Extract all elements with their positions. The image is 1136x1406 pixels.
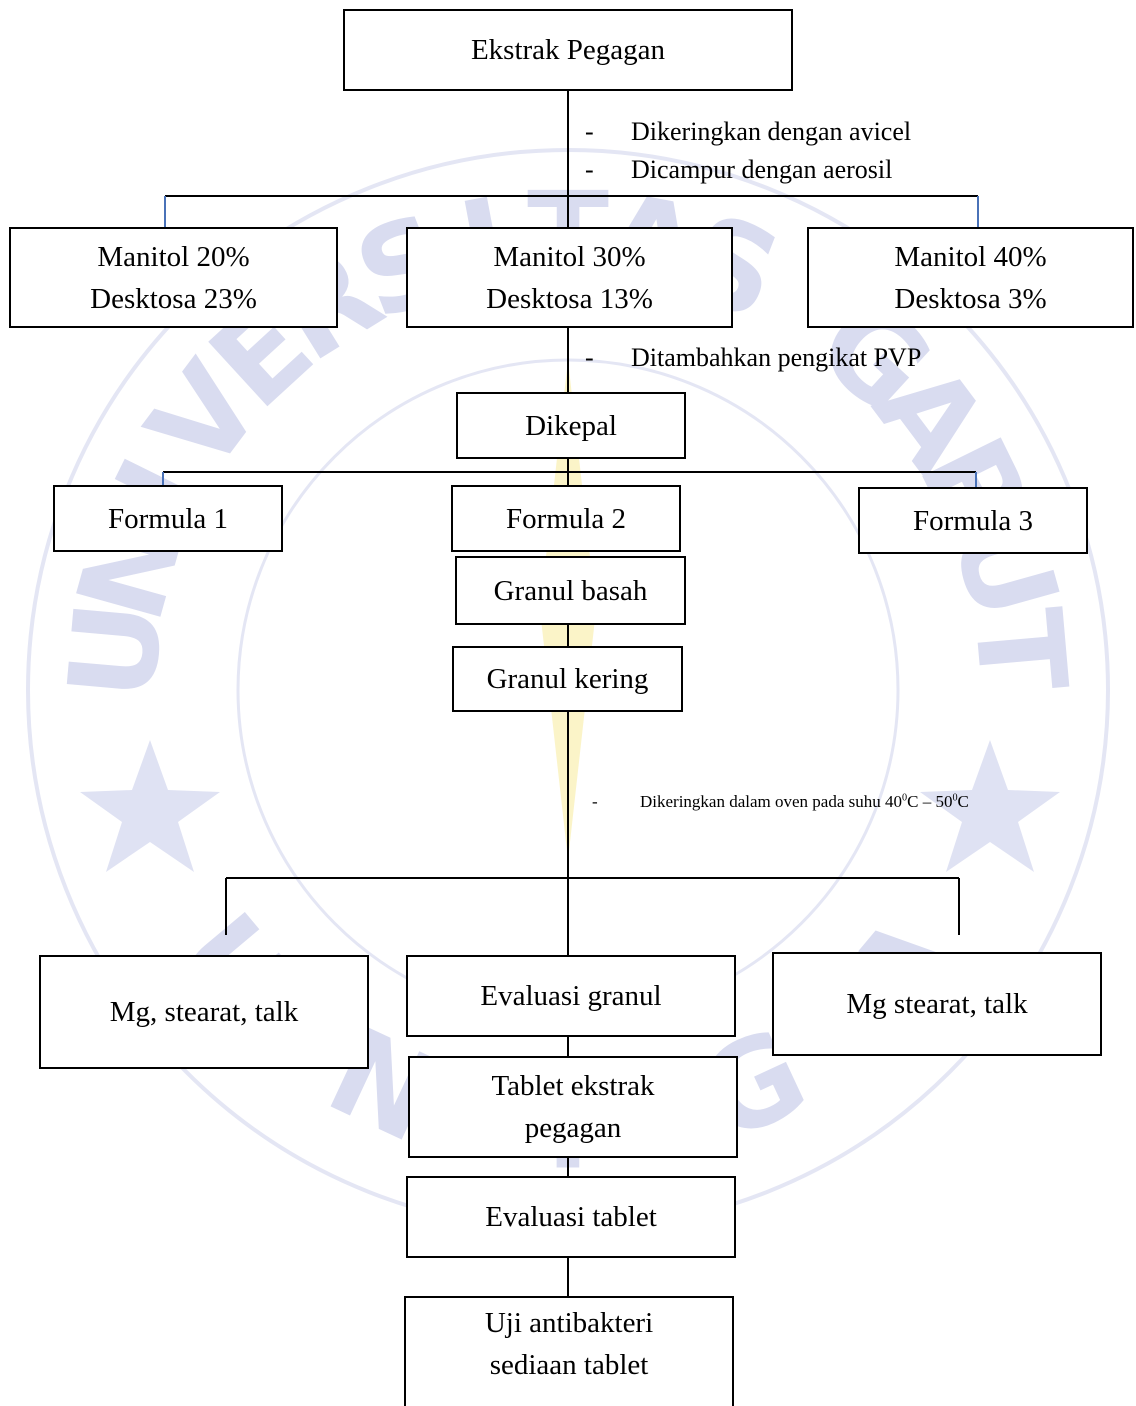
node-granul-basah: Granul basah [455,556,686,625]
node-formula-2: Formula 2 [451,485,681,552]
node-ekstrak-pegagan-label: Ekstrak Pegagan [470,34,666,66]
note-dicampur-aerosil: - Dicampur dengan aerosil [585,155,892,185]
note-oven-sup2: 0 [952,792,958,804]
watermark-star-right [920,740,1060,872]
node-evaluasi-granul-label: Evaluasi granul [480,980,662,1012]
node-manitol-40-line1: Manitol 40% [894,240,1047,273]
node-formula-3-label: Formula 3 [912,504,1034,537]
node-granul-basah-label: Granul basah [493,574,648,607]
note-oven-text-part2: C – 50 [907,792,953,811]
note-dash: - [585,117,594,146]
node-formula-2-label: Formula 2 [505,502,627,535]
note-dicampur-aerosil-text: Dicampur dengan aerosil [631,155,893,184]
node-uji-antibakteri-line1: Uji antibakteri [484,1307,654,1339]
node-tablet-ekstrak-line1: Tablet ekstrak [491,1070,655,1102]
note-oven-text: Dikeringkan dalam oven pada suhu 400C – … [640,792,969,811]
note-pengikat-pvp: - Ditambahkan pengikat PVP [585,343,921,373]
node-manitol-40: Manitol 40% Desktosa 3% [807,227,1134,328]
node-dikepal-label: Dikepal [525,409,617,442]
node-evaluasi-tablet: Evaluasi tablet [406,1176,736,1258]
note-oven: -Dikeringkan dalam oven pada suhu 400C –… [592,792,969,812]
note-dash: - [585,155,594,184]
watermark-letter: T [946,604,1092,698]
watermark-star-left [80,740,220,872]
watermark-letter: U [43,596,190,705]
note-dash: - [585,343,594,372]
node-tablet-ekstrak-line2: pegagan [524,1112,622,1144]
node-mg-stearat-left: Mg, stearat, talk [39,955,369,1069]
node-manitol-20-line2: Desktosa 23% [90,282,257,315]
node-mg-stearat-left-label: Mg, stearat, talk [109,996,299,1028]
node-manitol-20-line1: Manitol 20% [97,240,250,273]
note-dash: - [592,792,598,811]
note-oven-text-part1: Dikeringkan dalam oven pada suhu 40 [640,792,903,811]
node-mg-stearat-right: Mg stearat, talk [772,952,1102,1056]
node-dikepal: Dikepal [456,392,686,459]
node-granul-kering-label: Granul kering [486,663,649,695]
node-mg-stearat-right-label: Mg stearat, talk [846,988,1028,1020]
node-uji-antibakteri-line2: sediaan tablet [489,1349,649,1381]
node-manitol-40-line2: Desktosa 3% [894,282,1047,315]
node-evaluasi-tablet-label: Evaluasi tablet [485,1201,657,1233]
note-pengikat-pvp-text: Ditambahkan pengikat PVP [631,343,922,372]
node-uji-antibakteri: Uji antibakteri sediaan tablet [404,1296,734,1406]
note-dikeringkan-avicel: - Dikeringkan dengan avicel [585,117,911,147]
node-manitol-20: Manitol 20% Desktosa 23% [9,227,338,328]
node-formula-1-label: Formula 1 [107,502,229,535]
note-dikeringkan-avicel-text: Dikeringkan dengan avicel [631,117,912,146]
node-manitol-30: Manitol 30% Desktosa 13% [406,227,733,328]
node-manitol-30-line1: Manitol 30% [493,240,646,273]
node-formula-3: Formula 3 [858,487,1088,554]
note-oven-sup1: 0 [902,792,908,804]
node-ekstrak-pegagan: Ekstrak Pegagan [343,9,793,91]
node-formula-1: Formula 1 [53,485,283,552]
node-manitol-30-line2: Desktosa 13% [486,282,653,315]
node-evaluasi-granul: Evaluasi granul [406,955,736,1037]
note-oven-text-part3: C [957,792,969,811]
node-granul-kering: Granul kering [452,646,683,712]
node-tablet-ekstrak: Tablet ekstrak pegagan [408,1056,738,1158]
